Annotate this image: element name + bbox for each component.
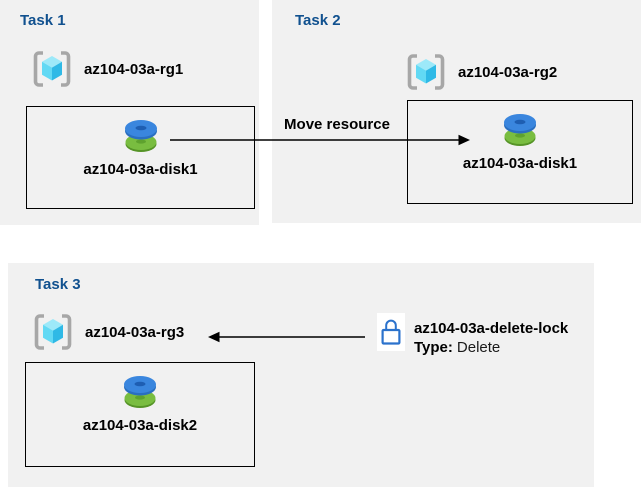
task2-panel bbox=[272, 0, 641, 223]
task3-title: Task 3 bbox=[35, 276, 81, 293]
resource-group-label: az104-03a-rg3 bbox=[85, 323, 185, 341]
resource-group-icon bbox=[34, 314, 72, 350]
resource-group-icon bbox=[407, 54, 445, 90]
disk-icon bbox=[124, 376, 156, 408]
lock-type-value: Delete bbox=[456, 339, 501, 356]
resource-group-label: az104-03a-rg1 bbox=[84, 60, 184, 78]
task2-disk-box: az104-03a-disk1 bbox=[407, 100, 633, 204]
resource-group-label: az104-03a-rg2 bbox=[458, 63, 558, 81]
disk-label: az104-03a-disk1 bbox=[462, 155, 578, 172]
delete-lock-annotation: az104-03a-delete-lock Type:Delete bbox=[377, 313, 568, 356]
task1-title: Task 1 bbox=[20, 12, 66, 29]
disk-icon bbox=[124, 120, 157, 152]
lock-type-line: Type:Delete bbox=[414, 339, 568, 356]
lock-icon bbox=[381, 319, 401, 345]
task3-panel bbox=[8, 263, 594, 487]
lock-plate bbox=[377, 313, 405, 351]
task3-resource-group: az104-03a-rg3 bbox=[33, 313, 184, 351]
disk-label: az104-03a-disk1 bbox=[83, 161, 198, 178]
disk-icon bbox=[504, 114, 536, 146]
task1-disk-box: az104-03a-disk1 bbox=[26, 106, 255, 209]
lock-type-label: Type: bbox=[414, 339, 453, 356]
task1-panel bbox=[0, 0, 259, 225]
task3-disk-box: az104-03a-disk2 bbox=[25, 362, 255, 467]
disk-label: az104-03a-disk2 bbox=[82, 417, 198, 434]
move-resource-label: Move resource bbox=[284, 116, 390, 133]
task2-resource-group: az104-03a-rg2 bbox=[406, 53, 557, 91]
task2-title: Task 2 bbox=[295, 12, 341, 29]
lock-name-label: az104-03a-delete-lock bbox=[414, 320, 569, 337]
resource-group-icon bbox=[33, 51, 71, 87]
task1-resource-group: az104-03a-rg1 bbox=[32, 50, 183, 88]
